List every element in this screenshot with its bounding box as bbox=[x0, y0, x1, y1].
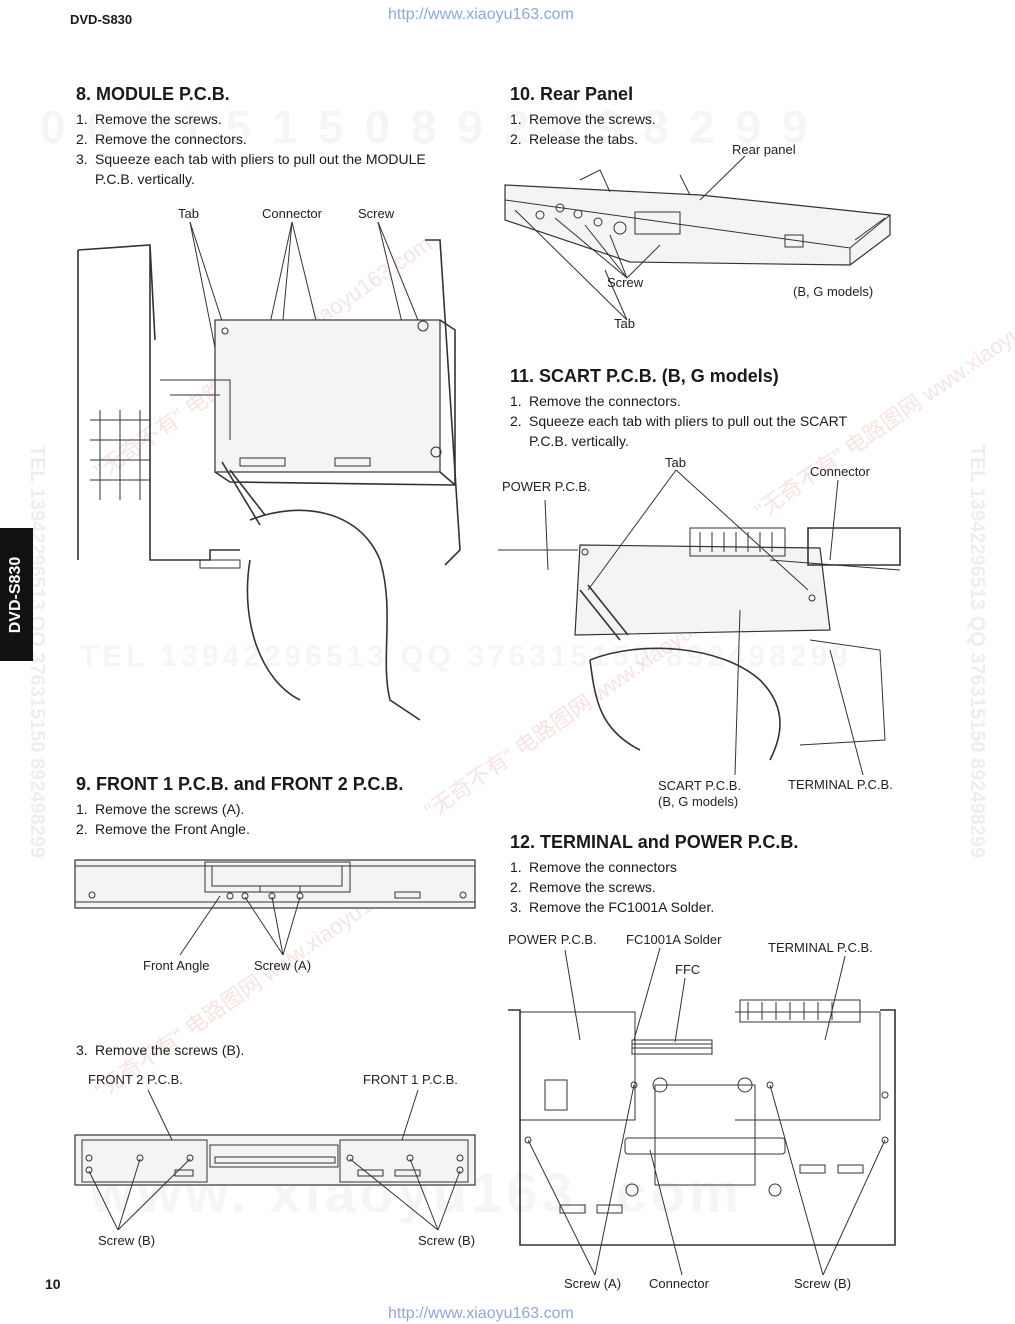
step-number: 1. bbox=[510, 111, 522, 127]
section-9-title: 9. FRONT 1 P.C.B. and FRONT 2 P.C.B. bbox=[76, 774, 404, 794]
step-text: Remove the connectors bbox=[529, 859, 677, 875]
step: 3. Remove the FC1001A Solder. bbox=[510, 897, 960, 917]
step-number: 1. bbox=[76, 801, 88, 817]
label-screw-b-right: Screw (B) bbox=[418, 1233, 476, 1248]
page-number: 10 bbox=[45, 1276, 61, 1292]
watermark-numbers: 0 6 3 1 5 1 5 0 8 9 2 4 9 8 2 9 9 bbox=[40, 100, 811, 154]
step: 3. Remove the screws (B). bbox=[76, 1040, 496, 1060]
step-text: Remove the screws. bbox=[95, 111, 222, 127]
label-terminal-pcb: TERMINAL P.C.B. bbox=[788, 777, 893, 792]
step: 2. Remove the connectors. bbox=[76, 129, 496, 149]
step-text: Release the tabs. bbox=[529, 131, 638, 147]
step: 2. Remove the Front Angle. bbox=[76, 819, 496, 839]
label-fc1001a-solder: FC1001A Solder bbox=[626, 932, 722, 947]
label-scart-pcb: SCART P.C.B. bbox=[658, 778, 742, 793]
section-10-steps: 1. Remove the screws. 2. Release the tabs. bbox=[510, 109, 960, 149]
step-text: P.C.B. vertically. bbox=[95, 171, 195, 187]
step-text: Remove the connectors. bbox=[95, 131, 247, 147]
section-10: 10. Rear Panel 1. Remove the screws. 2. Re… bbox=[510, 84, 960, 149]
label-screw-a: Screw (A) bbox=[254, 958, 312, 973]
url-bottom[interactable]: http://www.xiaoyu163.com bbox=[388, 1305, 574, 1322]
label-front2-pcb: FRONT 2 P.C.B. bbox=[88, 1072, 183, 1087]
section-9-steps: 1. Remove the screws (A). 2. Remove the Fr… bbox=[76, 799, 496, 839]
side-tab: DVD-S830 bbox=[0, 528, 33, 661]
step: 2. Squeeze each tab with pliers to pull o… bbox=[510, 411, 960, 431]
section-9: 9. FRONT 1 P.C.B. and FRONT 2 P.C.B. 1. R… bbox=[76, 774, 496, 839]
label-connector: Connector bbox=[649, 1276, 709, 1291]
step-number: 2. bbox=[510, 413, 522, 429]
label-screw-b-left: Screw (B) bbox=[98, 1233, 156, 1248]
step: 1. Remove the screws. bbox=[76, 109, 496, 129]
section-9-step3: 3. Remove the screws (B). bbox=[76, 1036, 496, 1060]
label-screw: Screw bbox=[607, 275, 644, 290]
step-number: 1. bbox=[76, 111, 88, 127]
watermark-tel: TEL 13942296513 QQ 376315150 892498299 bbox=[80, 640, 852, 674]
step-text: Remove the screws (B). bbox=[95, 1042, 245, 1058]
step-number: 1. bbox=[510, 859, 522, 875]
step-number: 3. bbox=[76, 1042, 88, 1058]
label-rear-panel: Rear panel bbox=[732, 142, 796, 157]
step: 2. Remove the screws. bbox=[510, 877, 960, 897]
label-tab: Tab bbox=[665, 455, 686, 470]
label-screw-a: Screw (A) bbox=[564, 1276, 622, 1291]
label-front1-pcb: FRONT 1 P.C.B. bbox=[363, 1072, 458, 1087]
label-tab: Tab bbox=[614, 316, 635, 331]
step-number: 3. bbox=[510, 899, 522, 915]
step-number: 2. bbox=[76, 821, 88, 837]
label-screw: Screw bbox=[358, 206, 395, 221]
section-12: 12. TERMINAL and POWER P.C.B. 1. Remove t… bbox=[510, 832, 960, 917]
step-text: Remove the FC1001A Solder. bbox=[529, 899, 715, 915]
step-number: 2. bbox=[510, 879, 522, 895]
section-8-steps: 1. Remove the screws. 2. Remove the connec… bbox=[76, 109, 496, 189]
step-text: Remove the connectors. bbox=[529, 393, 681, 409]
section-11-steps: 1. Remove the connectors. 2. Squeeze each … bbox=[510, 391, 960, 451]
section-9-step3-list: 3. Remove the screws (B). bbox=[76, 1040, 496, 1060]
step-continued: P.C.B. vertically. bbox=[510, 431, 960, 451]
step-text: Squeeze each tab with pliers to pull out… bbox=[95, 151, 426, 167]
step: 3. Squeeze each tab with pliers to pull o… bbox=[76, 149, 496, 169]
step-text: Remove the screws. bbox=[529, 879, 656, 895]
step: 1. Remove the screws. bbox=[510, 109, 960, 129]
section-11-title: 11. SCART P.C.B. (B, G models) bbox=[510, 366, 779, 386]
label-power-pcb: POWER P.C.B. bbox=[502, 479, 591, 494]
step-number: 3. bbox=[76, 151, 88, 167]
step: 2. Release the tabs. bbox=[510, 129, 960, 149]
section-10-title: 10. Rear Panel bbox=[510, 84, 634, 104]
section-12-title: 12. TERMINAL and POWER P.C.B. bbox=[510, 832, 799, 852]
section-12-steps: 1. Remove the connectors 2. Remove the scr… bbox=[510, 857, 960, 917]
step-continued: P.C.B. vertically. bbox=[76, 169, 496, 189]
label-ffc: FFC bbox=[675, 962, 701, 977]
step-text: Squeeze each tab with pliers to pull out… bbox=[529, 413, 848, 429]
label-tab: Tab bbox=[178, 206, 199, 221]
step: 1. Remove the connectors bbox=[510, 857, 960, 877]
label-front-angle: Front Angle bbox=[143, 958, 210, 973]
section-8-title: 8. MODULE P.C.B. bbox=[76, 84, 230, 104]
step-number: 2. bbox=[510, 131, 522, 147]
step: 1. Remove the screws (A). bbox=[76, 799, 496, 819]
step-text: Remove the screws. bbox=[529, 111, 656, 127]
label-bg-models: (B, G models) bbox=[793, 284, 874, 299]
step-text: Remove the screws (A). bbox=[95, 801, 245, 817]
label-terminal-pcb: TERMINAL P.C.B. bbox=[768, 940, 873, 955]
section-11: 11. SCART P.C.B. (B, G models) 1. Remove … bbox=[510, 366, 960, 451]
label-connector: Connector bbox=[262, 206, 322, 221]
step-number: 1. bbox=[510, 393, 522, 409]
step-number: 2. bbox=[76, 131, 88, 147]
step: 1. Remove the connectors. bbox=[510, 391, 960, 411]
model-header: DVD-S830 bbox=[70, 12, 133, 27]
label-scart-models: (B, G models) bbox=[658, 794, 739, 809]
step-text: Remove the Front Angle. bbox=[95, 821, 250, 837]
label-screw-b: Screw (B) bbox=[794, 1276, 852, 1291]
step-text: P.C.B. vertically. bbox=[529, 433, 629, 449]
label-power-pcb: POWER P.C.B. bbox=[508, 932, 597, 947]
section-8: 8. MODULE P.C.B. 1. Remove the screws. 2.… bbox=[76, 84, 496, 189]
url-top[interactable]: http://www.xiaoyu163.com bbox=[388, 6, 574, 23]
label-connector: Connector bbox=[810, 464, 870, 479]
